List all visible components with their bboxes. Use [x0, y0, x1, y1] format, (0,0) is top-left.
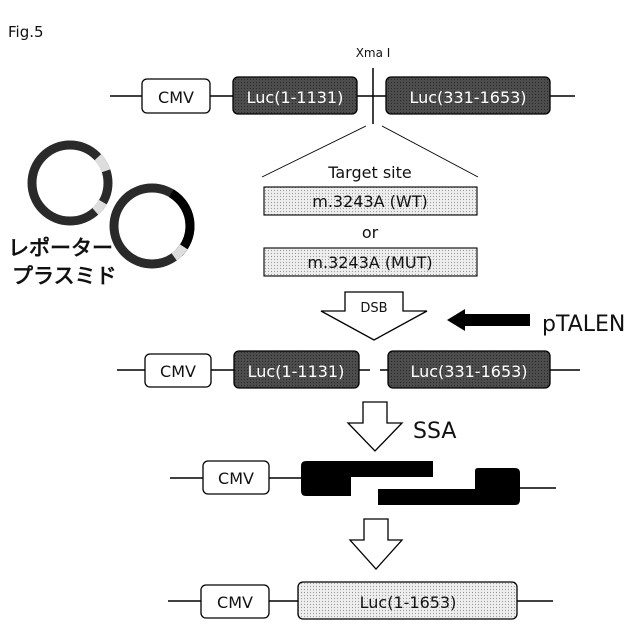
final-luc-label: Luc(1-1653): [360, 593, 457, 612]
final-arrow: [350, 519, 402, 569]
target-mut-label: m.3243A (MUT): [307, 253, 432, 272]
target-wt-label: m.3243A (WT): [312, 192, 428, 211]
ssa-label: SSA: [413, 419, 456, 444]
luc-left-label: Luc(1-1131): [247, 88, 344, 107]
xma-site-label: Xma I: [356, 46, 391, 60]
target-or-label: or: [362, 223, 379, 242]
target-site-heading: Target site: [327, 163, 411, 182]
ssa-arrow: [348, 402, 402, 451]
cut-luc-left-label: Luc(1-1131): [248, 362, 345, 381]
final-cmv-label: CMV: [217, 593, 253, 612]
ssa-cmv-label: CMV: [218, 469, 254, 488]
reporter-construct: Xma I CMV Luc(1-1131) Luc(331-1653): [110, 46, 575, 124]
cmv-label: CMV: [158, 88, 194, 107]
luc-right-label: Luc(331-1653): [409, 88, 526, 107]
target-site-block: Target site m.3243A (WT) or m.3243A (MUT…: [264, 163, 477, 276]
ptalen-arrow: [447, 309, 530, 331]
dsb-arrow: DSB: [321, 292, 427, 340]
plasmid-label-line1: レポーター: [8, 236, 113, 260]
final-construct: CMV Luc(1-1653): [168, 582, 553, 619]
ssa-intermediate: CMV: [170, 461, 556, 505]
dsb-label: DSB: [360, 301, 387, 316]
cut-luc-right-label: Luc(331-1653): [410, 362, 527, 381]
plasmid-label-line2: プラスミド: [12, 264, 117, 288]
figure-label: Fig.5: [8, 23, 44, 41]
ptalen-label: pTALEN: [542, 312, 625, 337]
cut-construct: CMV Luc(1-1131) Luc(331-1653): [117, 351, 580, 388]
cut-cmv-label: CMV: [160, 362, 196, 381]
